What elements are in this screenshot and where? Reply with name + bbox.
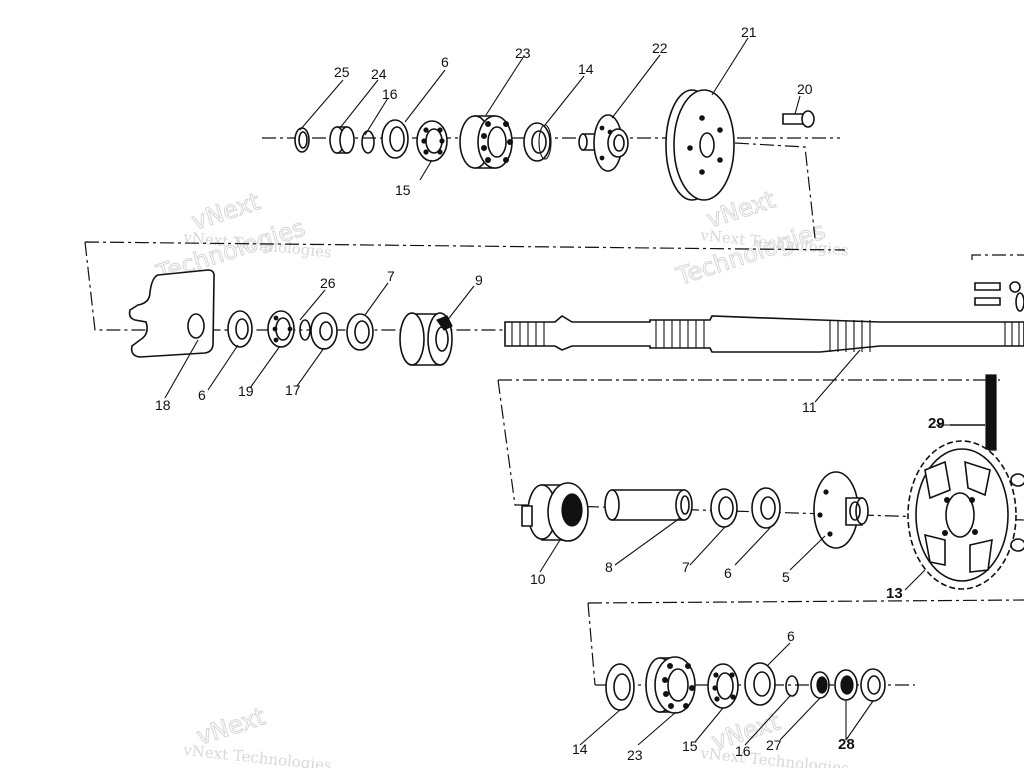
part-14-bearing-top <box>523 122 552 162</box>
part-23-bearing-housing-lower <box>645 656 696 714</box>
label-16-bottom: 16 <box>735 743 751 759</box>
label-8: 8 <box>605 559 613 575</box>
leader-lines <box>164 37 985 746</box>
part-21-wheel-disc <box>665 89 735 201</box>
lower-bracket-line <box>587 599 1024 686</box>
label-11: 11 <box>802 399 817 415</box>
part-20-bolt <box>782 110 815 128</box>
part-16-o-ring-bottom <box>785 675 799 697</box>
right-edge-bracket <box>971 254 1024 260</box>
part-29-chain-segment <box>950 374 997 451</box>
label-16-top: 16 <box>382 86 398 102</box>
part-26-snap-ring <box>299 319 311 341</box>
label-6-bottom: 6 <box>787 628 795 644</box>
part-22-hub-flange <box>578 114 629 172</box>
part-6-seal-top <box>381 119 409 159</box>
label-26: 26 <box>320 275 336 291</box>
label-28: 28 <box>838 736 855 753</box>
label-9: 9 <box>475 272 483 288</box>
label-29: 29 <box>928 415 945 432</box>
label-18: 18 <box>155 397 171 413</box>
part-19-bearing <box>267 310 295 348</box>
label-6-mid: 6 <box>198 387 206 403</box>
right-edge-bolts <box>974 281 1024 312</box>
label-14-top: 14 <box>578 61 594 77</box>
part-5-sprocket-hub <box>813 471 869 549</box>
label-10: 10 <box>530 571 546 587</box>
part-7-seal-mid <box>346 313 374 351</box>
label-17: 17 <box>285 382 301 398</box>
label-5: 5 <box>782 569 790 585</box>
part-15-bearing-lower <box>707 663 739 709</box>
label-25: 25 <box>334 64 350 80</box>
part-8-spacer-tube <box>604 489 693 521</box>
part-15-bearing-top <box>416 120 448 162</box>
label-13: 13 <box>886 585 903 602</box>
part-number-labels: 25 24 16 6 23 14 22 21 20 15 26 7 9 18 6… <box>155 24 945 763</box>
label-27: 27 <box>766 737 782 753</box>
part-13-sprocket <box>907 440 1024 590</box>
part-10-bearing-carrier <box>521 482 589 542</box>
part-25-snap-ring <box>294 127 310 153</box>
label-20: 20 <box>797 81 813 97</box>
middle-row-parts <box>521 440 1024 590</box>
part-6-seal-mid <box>227 310 253 348</box>
part-6-seal-bottom <box>744 662 776 706</box>
part-18-bracket-plate <box>128 269 215 358</box>
middle-bracket-line <box>497 379 1000 506</box>
top-connector-line <box>734 142 816 239</box>
label-7-lower: 7 <box>682 559 690 575</box>
label-21: 21 <box>741 24 757 40</box>
part-9-bearing-carrier <box>399 312 453 366</box>
top-row-parts <box>294 89 815 201</box>
part-27-washer <box>810 671 830 699</box>
part-6-bearing-lower <box>751 487 781 529</box>
label-6-lower: 6 <box>724 565 732 581</box>
label-24: 24 <box>371 66 387 82</box>
part-24-spacer <box>329 126 355 154</box>
part-16-o-ring <box>361 130 375 154</box>
lower-row-parts <box>605 656 886 714</box>
part-7-seal-lower <box>710 488 738 528</box>
label-7-top: 7 <box>387 268 395 284</box>
part-14-bearing-lower <box>605 663 635 711</box>
label-6-top: 6 <box>441 54 449 70</box>
part-11-axle-shaft <box>504 315 1024 353</box>
part-28-nuts <box>834 668 886 702</box>
label-22: 22 <box>652 40 668 56</box>
label-23-bottom: 23 <box>627 747 643 763</box>
label-15-bottom: 15 <box>682 738 698 754</box>
shaft-row-parts <box>128 269 1024 451</box>
part-17-washer <box>310 312 338 350</box>
label-19: 19 <box>238 383 254 399</box>
label-23-top: 23 <box>515 45 531 61</box>
label-15-top: 15 <box>395 182 411 198</box>
label-14-bottom: 14 <box>572 741 588 757</box>
part-23-bearing-housing-top <box>459 115 514 169</box>
watermark-text-3: vNext Technologies <box>182 741 333 768</box>
